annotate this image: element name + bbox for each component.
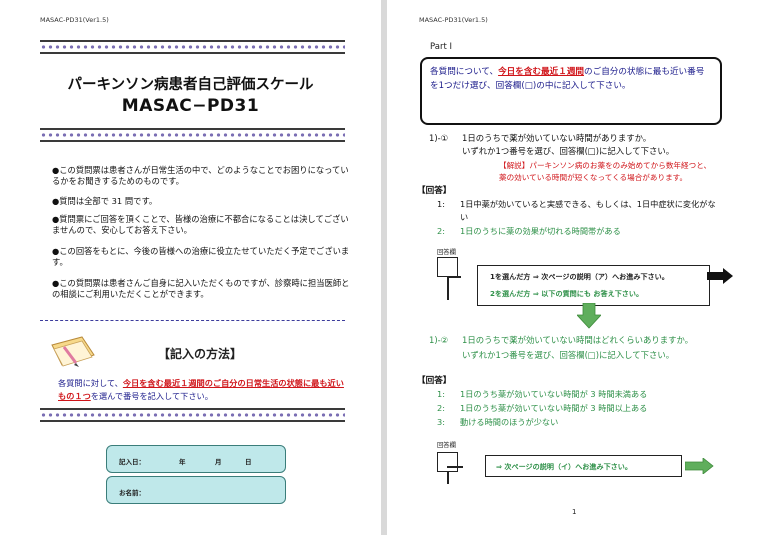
- version-label: MASAC-PD31(Ver1.5): [419, 16, 488, 24]
- page-left: MASAC-PD31(Ver1.5) パーキンソン病患者自己評価スケール MAS…: [0, 0, 381, 535]
- bullet-item: ●この回答をもとに、今後の皆様への治療に役立たせていただく予定でございます。: [52, 246, 350, 267]
- question-text: 1日のうちで薬が効いていない時間はどれくらいありますか。: [462, 335, 694, 345]
- method-text-highlight: 今日を含む最近１週間のご自分の日常生活の状態に最も近いもの１つ: [58, 378, 344, 401]
- answer-option: 動ける時間のほうが少ない: [460, 417, 559, 427]
- answer-header: 【回答】: [417, 186, 452, 196]
- question-subtext: いずれか1つ番号を選び、回答欄(□)に記入して下さい。: [462, 146, 675, 156]
- instruction-text: 各質問について、: [430, 67, 499, 77]
- answer-number: 1:: [437, 199, 445, 209]
- flow-connector: [447, 466, 463, 468]
- date-field[interactable]: 記入日： 年 月 日: [106, 445, 286, 473]
- flow-line-1: 1を選んだ方 ⇒ 次ページの説明（ア）へお進み下さい。: [490, 272, 669, 281]
- answer-option: 1日中薬が効いていると実感できる、もしくは、1日中症状に変化がない: [460, 199, 716, 222]
- date-label: 記入日：: [119, 458, 145, 466]
- arrow-right-icon: [707, 268, 733, 284]
- question-subtext: いずれか1つ番号を選び、回答欄(□)に記入して下さい。: [462, 350, 675, 360]
- bullet-item: ●この質問票は患者さんが日常生活の中で、どのようなことでお困りになっているかをお…: [52, 165, 349, 186]
- bullet-item: ●質問は全部で 31 問です。: [52, 196, 158, 206]
- question-number: 1)-①: [429, 133, 449, 143]
- page-right: MASAC-PD31(Ver1.5) Part Ⅰ 各質問について、今日を含む最…: [387, 0, 768, 535]
- answer-option: 1日のうち薬が効いていない時間が 3 時間以上ある: [460, 403, 648, 413]
- answer-box-label: 回答欄: [437, 249, 456, 256]
- flow-connector: [447, 472, 449, 484]
- method-title: 【記入の方法】: [158, 347, 243, 361]
- decorative-band-top: [40, 40, 345, 54]
- answer-number: 2:: [437, 226, 445, 236]
- arrow-down-icon: [577, 303, 601, 329]
- page-subtitle: MASAC−PD31: [121, 96, 260, 116]
- flow-connector: [447, 276, 461, 278]
- flow-line-2: 2を選んだ方 ⇒ 以下の質問にも お答え下さい。: [490, 289, 644, 298]
- answer-number: 3:: [437, 417, 445, 427]
- instruction-box: 各質問について、今日を含む最近１週間のご自分の状態に最も近い番号を1つだけ選び、…: [420, 57, 722, 125]
- explanation-note: 【解説】パーキンソン病のお薬をのみ始めてから数年経つと、薬の効いている時間が短く…: [499, 161, 712, 182]
- answer-number: 1:: [437, 389, 445, 399]
- method-text-part: 各質問に対して、: [58, 378, 123, 388]
- answer-box-input[interactable]: [437, 452, 458, 472]
- divider-line: [40, 320, 345, 322]
- version-label: MASAC-PD31(Ver1.5): [40, 16, 109, 24]
- name-field[interactable]: お名前：: [106, 476, 286, 504]
- bullet-item: ●質問票にご回答を頂くことで、皆様の治療に不都合になることは決してございませんの…: [52, 214, 349, 235]
- answer-option: 1日のうち薬が効いていない時間が 3 時間未満ある: [460, 389, 648, 399]
- part-label: Part Ⅰ: [430, 42, 452, 52]
- answer-box-input[interactable]: [437, 257, 458, 277]
- question-number: 1)-②: [429, 335, 449, 345]
- flow-box-1: 1を選んだ方 ⇒ 次ページの説明（ア）へお進み下さい。 2を選んだ方 ⇒ 以下の…: [477, 265, 710, 306]
- method-text: 各質問に対して、今日を含む最近１週間のご自分の日常生活の状態に最も近いもの１つを…: [58, 377, 348, 403]
- method-text-part: を選んで番号を記入して下さい。: [90, 391, 213, 401]
- question-text: 1日のうちで薬が効いていない時間がありますか。: [462, 133, 652, 143]
- flow-connector: [447, 276, 449, 300]
- date-year-label: 年: [179, 458, 186, 466]
- answer-box-label: 回答欄: [437, 442, 456, 449]
- date-day-label: 日: [245, 458, 252, 466]
- page-title: パーキンソン病患者自己評価スケール: [67, 77, 314, 93]
- flow-box-2: ⇒ 次ページの説明（イ）へお進み下さい。: [485, 455, 682, 477]
- name-label: お名前：: [119, 489, 145, 497]
- bullet-item: ●この質問票は患者さんご自身に記入いただくものですが、診察時に担当医師との相談に…: [52, 278, 350, 299]
- date-month-label: 月: [215, 458, 222, 466]
- instruction-highlight: 今日を含む最近１週間: [498, 67, 585, 77]
- answer-number: 2:: [437, 403, 445, 413]
- decorative-band-bottom: [40, 408, 345, 422]
- answer-option: 1日のうちに薬の効果が切れる時間帯がある: [460, 226, 621, 236]
- answer-header: 【回答】: [417, 376, 452, 386]
- instruction-text: のご自分の状態に最も近い番号を1つだけ選び、回答欄(□)の中に記入して下さい。: [430, 67, 705, 91]
- arrow-right-icon: [685, 458, 714, 474]
- page-number: 1: [572, 508, 577, 516]
- notebook-pencil-icon: [51, 336, 95, 367]
- decorative-band-mid: [40, 128, 345, 142]
- flow-line: ⇒ 次ページの説明（イ）へお進み下さい。: [496, 462, 632, 471]
